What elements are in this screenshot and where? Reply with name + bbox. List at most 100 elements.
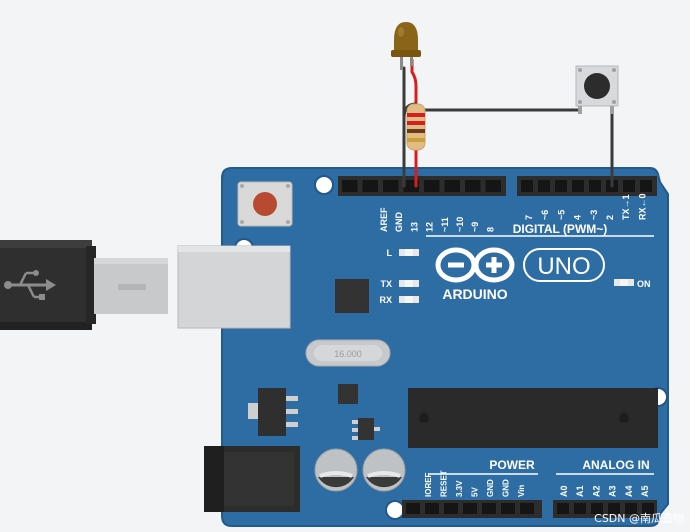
header-pin-hole[interactable] [608, 503, 620, 514]
power-pin-labels: IOREF RESET 3.3V 5V GND GND Vin [424, 470, 526, 497]
pin-label: Vin [517, 485, 526, 497]
pin-label: GND [486, 479, 495, 497]
header-pin-hole[interactable] [520, 503, 534, 514]
header-pin-hole[interactable] [538, 180, 550, 192]
reset-button[interactable] [237, 181, 293, 227]
dc-power-jack [204, 446, 300, 512]
usb-symbol-icon [4, 270, 56, 300]
header-pin-hole[interactable] [444, 503, 458, 514]
pin-label: 13 [409, 222, 419, 232]
led-rx-indicator: RX [379, 295, 419, 305]
crystal-label: 16.000 [334, 349, 362, 359]
header-pin-hole[interactable] [465, 180, 481, 192]
header-pin-hole[interactable] [521, 180, 533, 192]
analog-header-label: ANALOG IN [582, 458, 649, 472]
voltage-regulator [248, 388, 298, 436]
usb-cable[interactable] [0, 240, 168, 330]
led-tx-label: TX [380, 279, 392, 289]
mounting-hole [385, 500, 405, 520]
pin-label: 2 [605, 215, 615, 220]
pin-label: 12 [425, 222, 435, 232]
sot-chip [352, 418, 380, 440]
power-header[interactable] [402, 500, 542, 518]
digital-header-right[interactable] [517, 176, 657, 196]
capacitor [362, 448, 406, 492]
pin-label: TX→1 [621, 194, 631, 220]
header-pin-hole[interactable] [572, 180, 584, 192]
pin-label: A2 [591, 485, 601, 497]
led-on-label: ON [637, 279, 651, 289]
led-rx-label: RX [379, 295, 392, 305]
atmega-microcontroller [408, 388, 658, 448]
header-pin-hole[interactable] [342, 180, 358, 192]
capacitor [314, 448, 358, 492]
led-component[interactable] [391, 22, 421, 70]
pin-label: A0 [559, 485, 569, 497]
resistor-component[interactable] [406, 103, 426, 151]
pin-label: 5V [471, 487, 480, 497]
small-chip [338, 384, 358, 404]
pin-label: RX←0 [637, 193, 647, 220]
pin-label: A3 [608, 485, 618, 497]
pin-label: A4 [624, 485, 634, 497]
header-pin-hole[interactable] [555, 180, 567, 192]
wire-led-anode [410, 58, 418, 110]
pin-label: AREF [379, 207, 389, 232]
uno-label: UNO [537, 253, 590, 280]
digital-header-label: DIGITAL (PWM~) [513, 222, 608, 236]
analog-pin-labels: A0 A1 A2 A3 A4 A5 [559, 485, 650, 497]
crystal-oscillator: 16.000 [305, 339, 391, 367]
header-pin-hole[interactable] [589, 180, 601, 192]
uno-badge: UNO [523, 248, 605, 282]
header-pin-hole[interactable] [362, 180, 379, 192]
header-pin-hole[interactable] [463, 503, 477, 514]
arduino-board[interactable]: 16.000 [177, 167, 669, 527]
arduino-brand: ARDUINO [442, 286, 507, 302]
usb-controller-chip [335, 279, 369, 313]
pin-label: ~3 [589, 210, 599, 220]
header-pin-hole[interactable] [557, 503, 569, 514]
pin-label: 3.3V [455, 480, 464, 497]
mounting-hole [314, 175, 334, 195]
led-l-indicator: L [387, 248, 419, 258]
header-pin-hole[interactable] [485, 180, 502, 192]
pin-label: GND [394, 212, 404, 233]
led-tx-indicator: TX [380, 279, 419, 289]
analog-header[interactable] [553, 500, 657, 518]
header-pin-hole[interactable] [444, 180, 461, 192]
pin-label: RESET [440, 470, 449, 497]
pushbutton-component[interactable] [575, 65, 619, 114]
header-pin-hole[interactable] [501, 503, 515, 514]
pin-label: IOREF [424, 472, 433, 497]
header-pin-hole[interactable] [625, 503, 637, 514]
header-pin-hole[interactable] [424, 180, 440, 192]
power-header-label: POWER [489, 458, 535, 472]
pin-label: GND [502, 479, 511, 497]
pin-label: A1 [575, 485, 585, 497]
pin-label: ~5 [556, 210, 566, 220]
pin-label: 8 [485, 227, 495, 232]
header-pin-hole[interactable] [574, 503, 586, 514]
pin-label: A5 [640, 485, 650, 497]
pin-label: 4 [573, 215, 583, 220]
digital-header-left[interactable] [338, 176, 506, 196]
header-pin-hole[interactable] [640, 180, 652, 192]
arduino-infinity-logo [435, 247, 515, 283]
pin-label: ~10 [455, 217, 465, 232]
watermark: CSDN @南瓜造物 [594, 512, 684, 525]
header-pin-hole[interactable] [623, 180, 635, 192]
pin-label: ~6 [540, 210, 550, 220]
header-pin-hole[interactable] [383, 180, 399, 192]
header-pin-hole[interactable] [482, 503, 496, 514]
led-on-indicator: ON [614, 279, 651, 289]
header-pin-hole[interactable] [591, 503, 603, 514]
header-pin-hole[interactable] [425, 503, 439, 514]
header-pin-hole[interactable] [406, 503, 420, 514]
pin-label: ~9 [470, 222, 480, 232]
usb-port [177, 245, 291, 329]
led-l-label: L [387, 248, 393, 258]
header-pin-hole[interactable] [642, 503, 654, 514]
